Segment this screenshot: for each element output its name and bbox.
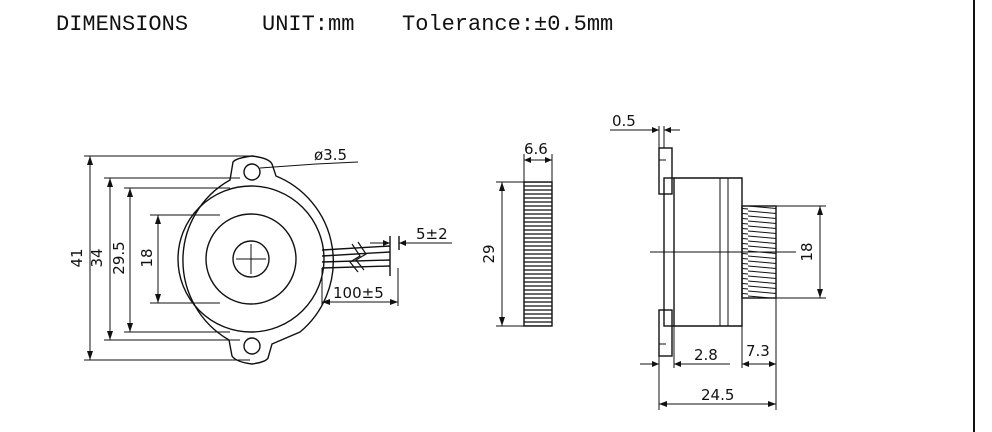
dim-side-thickness: 6.6 bbox=[524, 140, 548, 158]
dim-overall-height: 41 bbox=[68, 248, 86, 267]
dim-neck-length: 7.3 bbox=[746, 342, 770, 360]
header-tolerance: Tolerance:±0.5mm bbox=[402, 12, 614, 37]
top-tab bbox=[658, 147, 673, 195]
body-outer-circle bbox=[177, 185, 325, 333]
dim-flange-height: 34 bbox=[88, 248, 106, 267]
mounting-flange-outline bbox=[182, 155, 334, 365]
dim-wire-strip: 5±2 bbox=[416, 225, 448, 243]
dim-inner-diameter: 18 bbox=[138, 248, 156, 267]
mount-hole-bottom bbox=[243, 337, 261, 355]
spec-header: DIMENSIONS UNIT:mm Tolerance:±0.5mm bbox=[56, 12, 613, 137]
right-border-line bbox=[973, 0, 975, 432]
dim-mount-span: 29.5 bbox=[110, 241, 128, 274]
side-view bbox=[496, 154, 553, 327]
body-middle-circle bbox=[205, 213, 297, 305]
front-view bbox=[84, 155, 452, 365]
bottom-tab bbox=[658, 309, 673, 357]
dim-base-length: 2.8 bbox=[694, 346, 718, 364]
lead-wires bbox=[321, 236, 400, 276]
dim-neck-diameter: 18 bbox=[798, 242, 816, 261]
dim-wire-length: 100±5 bbox=[333, 284, 384, 302]
dim-flange-thickness: 0.5 bbox=[612, 112, 636, 130]
dim-overall-length: 24.5 bbox=[701, 386, 734, 404]
dim-hole-diameter: ø3.5 bbox=[314, 146, 347, 164]
knurled-body bbox=[523, 181, 553, 327]
header-unit: UNIT:mm bbox=[262, 12, 355, 37]
profile-view bbox=[610, 126, 826, 410]
header-title: DIMENSIONS bbox=[56, 12, 189, 37]
dim-side-height: 29 bbox=[480, 244, 498, 263]
dimension-labels: 41 34 29.5 18 ø3.5 5±2 100±5 6.6 29 0.5 … bbox=[68, 112, 816, 404]
mount-hole-top bbox=[243, 163, 261, 181]
sound-port-circle bbox=[232, 240, 270, 278]
